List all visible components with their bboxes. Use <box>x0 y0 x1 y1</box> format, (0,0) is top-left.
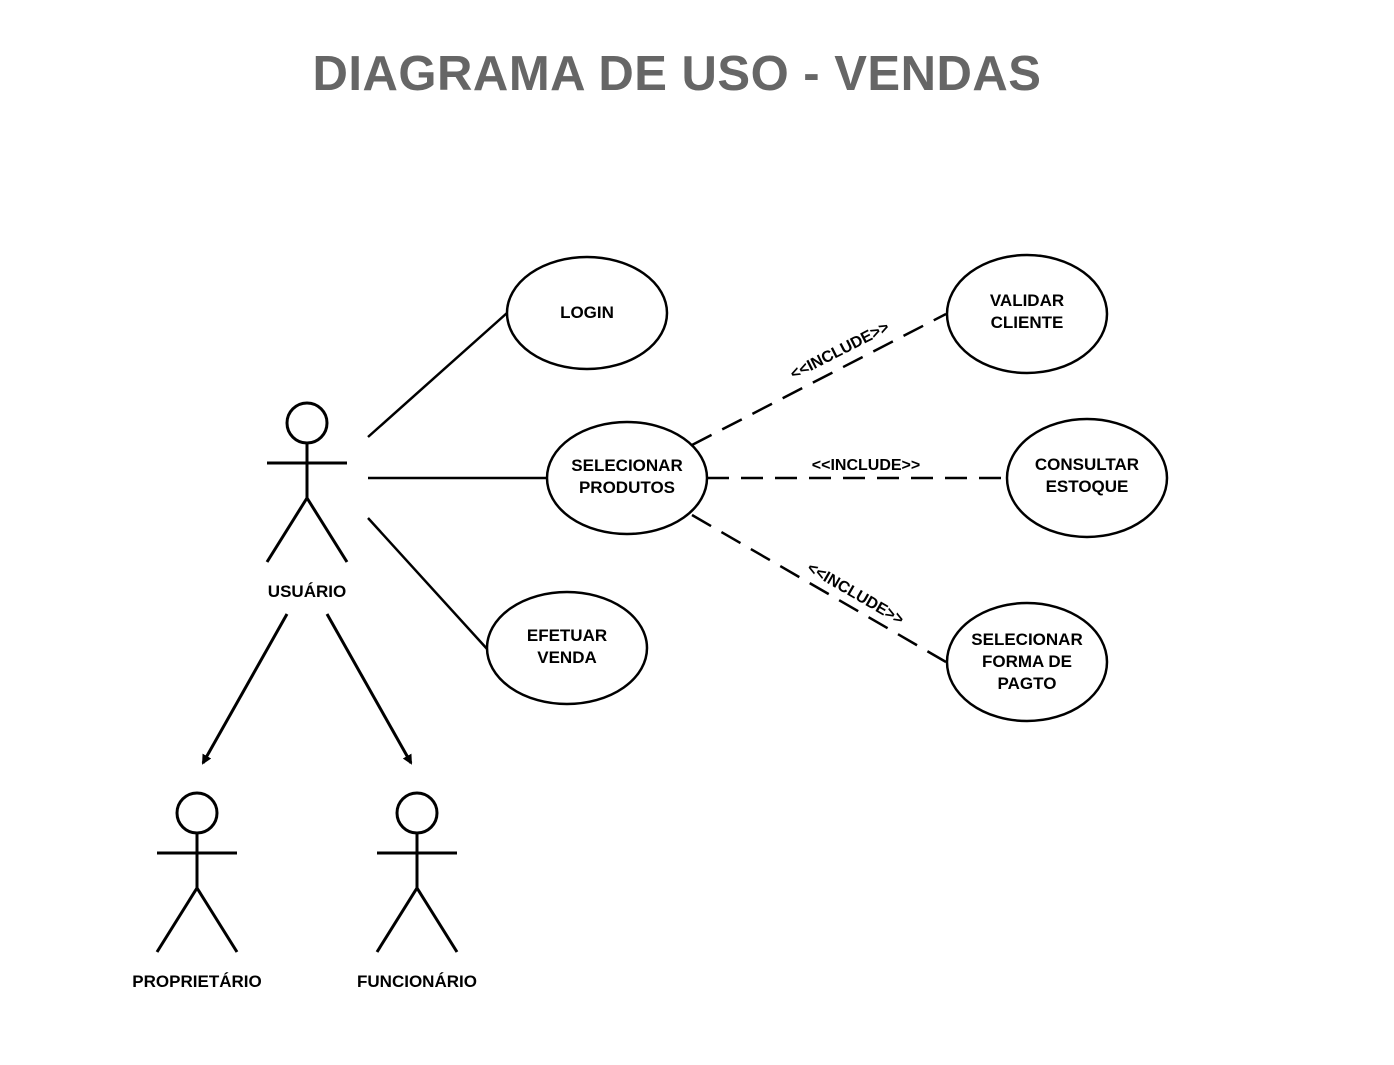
use-case-consultar-estoque-label-2: ESTOQUE <box>1046 477 1129 496</box>
association-login <box>367 312 508 438</box>
include-line-forma-pagto <box>691 513 947 664</box>
actor-usuario[interactable] <box>265 401 349 563</box>
actor-usuario-label: USUÁRIO <box>268 582 346 601</box>
actor-funcionario-head <box>395 791 439 835</box>
generalization-arrow-proprietario <box>201 613 289 765</box>
use-case-selecionar-produtos[interactable]: SELECIONAR PRODUTOS <box>545 420 709 536</box>
actor-usuario-head <box>285 401 329 445</box>
use-case-validar-cliente-label-2: CLIENTE <box>991 313 1064 332</box>
include-label-forma-pagto: <<INCLUDE>> <box>804 560 906 629</box>
use-case-selecionar-produtos-label-2: PRODUTOS <box>579 478 675 497</box>
use-case-efetuar-venda-label-1: EFETUAR <box>527 626 607 645</box>
association-efetuar-venda <box>367 517 489 651</box>
use-case-validar-cliente-label-1: VALIDAR <box>990 291 1064 310</box>
use-case-forma-pagto-label-3: PAGTO <box>998 674 1057 693</box>
use-case-forma-pagto-label-1: SELECIONAR <box>971 630 1082 649</box>
use-case-selecionar-forma-pagto[interactable]: SELECIONAR FORMA DE PAGTO <box>945 601 1109 723</box>
actor-funcionario-label: FUNCIONÁRIO <box>357 972 477 991</box>
diagram-title: DIAGRAMA DE USO - VENDAS <box>312 47 1042 101</box>
actor-proprietario-label: PROPRIETÁRIO <box>132 972 261 991</box>
use-case-efetuar-venda-label-2: VENDA <box>537 648 597 667</box>
generalization-arrow-funcionario <box>325 613 413 765</box>
use-case-login-label: LOGIN <box>560 303 614 322</box>
use-case-consultar-estoque[interactable]: CONSULTAR ESTOQUE <box>1005 417 1169 539</box>
use-case-forma-pagto-label-2: FORMA DE <box>982 652 1072 671</box>
include-line-validar-cliente <box>691 312 947 447</box>
use-case-consultar-estoque-label-1: CONSULTAR <box>1035 455 1139 474</box>
use-case-efetuar-venda[interactable]: EFETUAR VENDA <box>485 590 649 706</box>
use-case-validar-cliente[interactable]: VALIDAR CLIENTE <box>945 253 1109 375</box>
use-case-selecionar-produtos-label-1: SELECIONAR <box>571 456 682 475</box>
actor-proprietario-head <box>175 791 219 835</box>
actor-proprietario[interactable] <box>155 791 239 953</box>
use-case-login[interactable]: LOGIN <box>505 255 669 371</box>
include-label-consultar-estoque: <<INCLUDE>> <box>812 457 920 474</box>
actor-funcionario[interactable] <box>375 791 459 953</box>
